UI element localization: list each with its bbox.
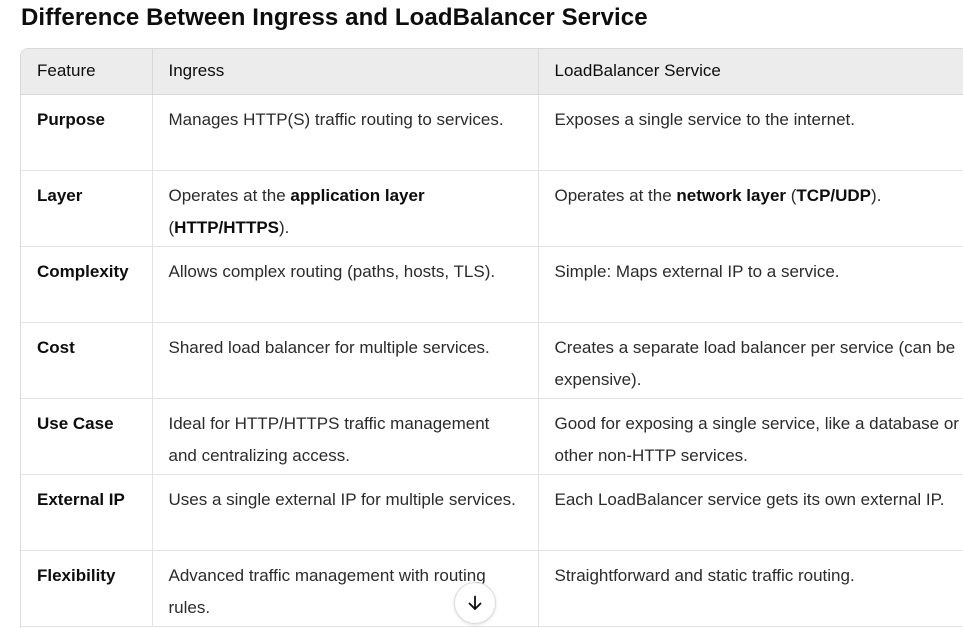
page-title: Difference Between Ingress and LoadBalan… <box>21 4 648 31</box>
cell-text: Advanced traffic management with routing… <box>168 565 486 617</box>
table-row: External IP Uses a single external IP fo… <box>21 474 963 551</box>
cell-text: ). <box>871 185 882 205</box>
ingress-cell: Manages HTTP(S) traffic routing to servi… <box>151 94 538 171</box>
ingress-cell: Uses a single external IP for multiple s… <box>151 474 538 551</box>
cell-text: Ideal for HTTP/HTTPS traffic management … <box>168 413 490 465</box>
cell-text: Simple: Maps external IP to a service. <box>554 261 840 281</box>
cell-text: Operates at the <box>168 185 291 205</box>
cell-text: Straightforward and static traffic routi… <box>554 565 855 585</box>
table-header-row: Feature Ingress LoadBalancer Service <box>21 49 963 95</box>
table-row: Purpose Manages HTTP(S) traffic routing … <box>21 94 963 171</box>
cell-text: ). <box>279 217 290 237</box>
header-loadbalancer: LoadBalancer Service <box>537 49 963 95</box>
cell-text: Manages HTTP(S) traffic routing to servi… <box>168 109 504 129</box>
cell-text-bold: application layer <box>290 185 425 205</box>
cell-text-bold: TCP/UDP <box>796 185 872 205</box>
ingress-cell: Allows complex routing (paths, hosts, TL… <box>151 246 538 323</box>
cell-text: Good for exposing a single service, like… <box>554 413 959 465</box>
header-feature: Feature <box>21 49 152 95</box>
feature-cell: Flexibility <box>21 550 152 627</box>
cell-text: Allows complex routing (paths, hosts, TL… <box>168 261 496 281</box>
cell-text-bold: network layer <box>676 185 787 205</box>
cell-text: Each LoadBalancer service gets its own e… <box>554 489 945 509</box>
table-row: Cost Shared load balancer for multiple s… <box>21 322 963 399</box>
loadbalancer-cell: Exposes a single service to the internet… <box>537 94 963 171</box>
cell-text: Uses a single external IP for multiple s… <box>168 489 516 509</box>
cell-text: Creates a separate load balancer per ser… <box>554 337 956 389</box>
loadbalancer-cell: Simple: Maps external IP to a service. <box>537 246 963 323</box>
table-row: Layer Operates at the application layer … <box>21 170 963 247</box>
feature-cell: Complexity <box>21 246 152 323</box>
feature-cell: External IP <box>21 474 152 551</box>
cell-text-bold: HTTP/HTTPS <box>174 217 280 237</box>
cell-text: Shared load balancer for multiple servic… <box>168 337 490 357</box>
feature-cell: Purpose <box>21 94 152 171</box>
loadbalancer-cell: Each LoadBalancer service gets its own e… <box>537 474 963 551</box>
loadbalancer-cell: Operates at the network layer (TCP/UDP). <box>537 170 963 247</box>
cell-text: ( <box>786 185 797 205</box>
header-ingress: Ingress <box>151 49 538 95</box>
loadbalancer-cell: Good for exposing a single service, like… <box>537 398 963 475</box>
cell-text: Exposes a single service to the internet… <box>554 109 856 129</box>
comparison-table-container: Feature Ingress LoadBalancer Service Pur… <box>20 48 963 628</box>
feature-cell: Layer <box>21 170 152 247</box>
table-row: Complexity Allows complex routing (paths… <box>21 246 963 323</box>
feature-cell: Use Case <box>21 398 152 475</box>
scroll-to-bottom-button[interactable] <box>454 582 496 624</box>
arrow-down-icon <box>468 595 482 610</box>
loadbalancer-cell: Creates a separate load balancer per ser… <box>537 322 963 399</box>
loadbalancer-cell: Straightforward and static traffic routi… <box>537 550 963 627</box>
table-row: Use Case Ideal for HTTP/HTTPS traffic ma… <box>21 398 963 475</box>
ingress-cell: Shared load balancer for multiple servic… <box>151 322 538 399</box>
feature-cell: Cost <box>21 322 152 399</box>
ingress-cell: Operates at the application layer (HTTP/… <box>151 170 538 247</box>
ingress-cell: Ideal for HTTP/HTTPS traffic management … <box>151 398 538 475</box>
comparison-table: Feature Ingress LoadBalancer Service Pur… <box>21 49 963 627</box>
cell-text: ( <box>168 217 175 237</box>
cell-text: Operates at the <box>554 185 677 205</box>
